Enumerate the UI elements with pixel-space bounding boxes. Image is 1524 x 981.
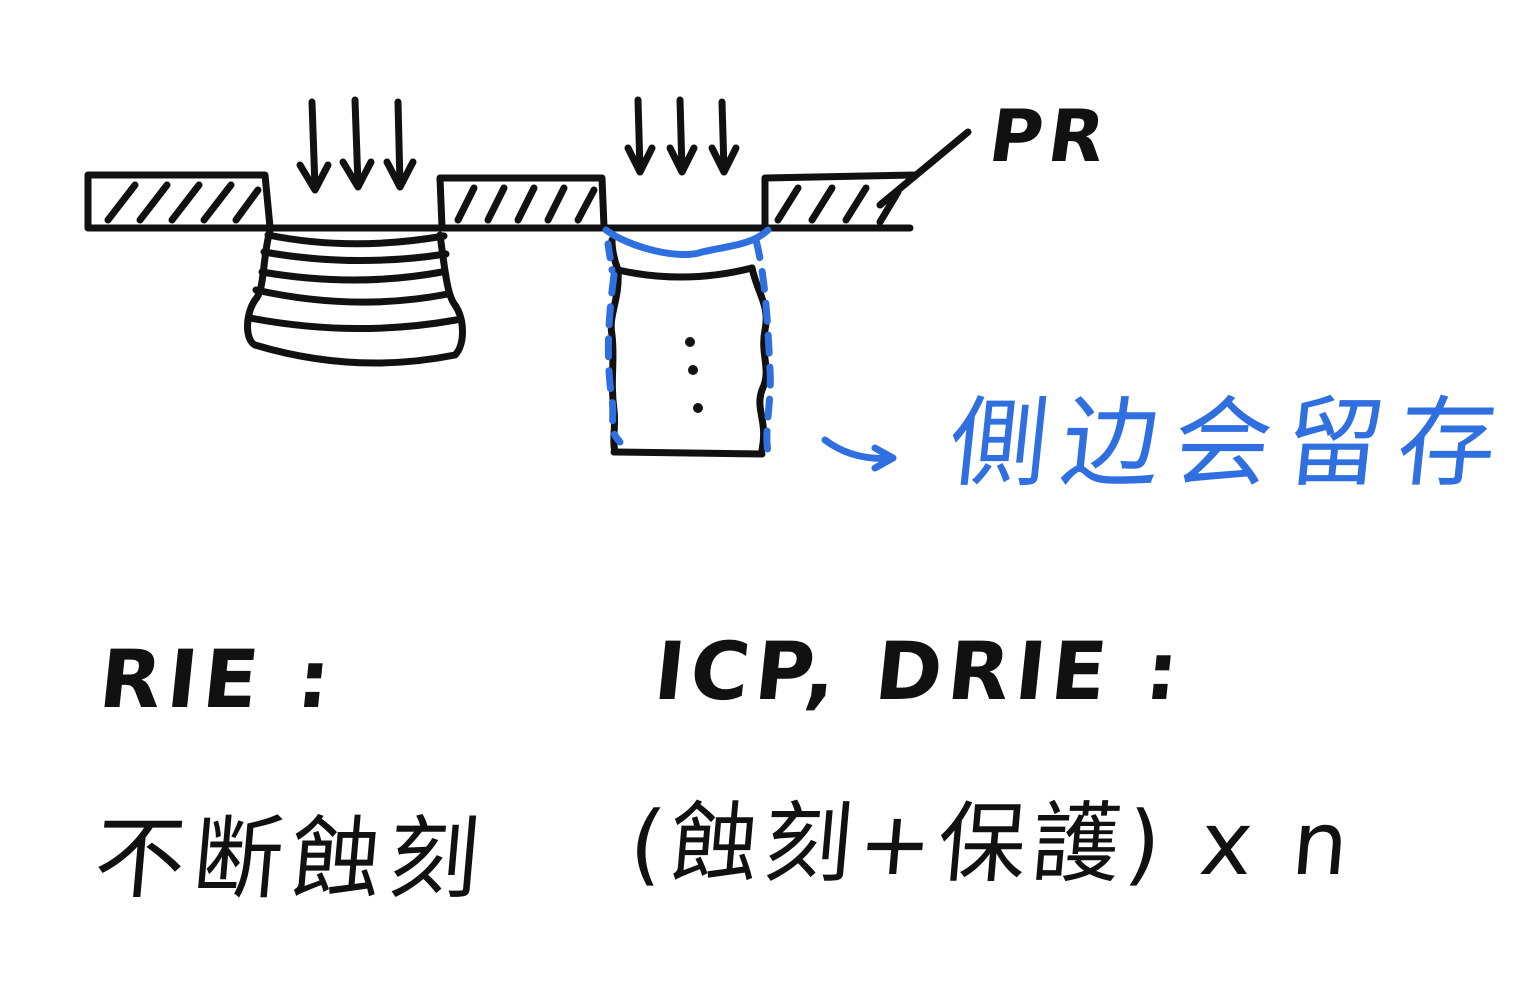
ion-arrows-right xyxy=(624,96,740,176)
pr-block-left xyxy=(84,171,274,231)
drie-trench xyxy=(607,236,770,458)
continuation-dots xyxy=(685,337,703,413)
rie-description: 不断蝕刻 xyxy=(90,807,492,912)
rie-etch-profile xyxy=(244,226,466,367)
icp-drie-description: (蝕刻+保護) x n xyxy=(625,792,1359,895)
pr-label: PR xyxy=(984,94,1117,178)
pr-leader-line xyxy=(876,128,972,209)
rie-title: RIE : xyxy=(95,633,341,726)
icp-drie-title: ICP, DRIE : xyxy=(650,625,1189,718)
ion-arrows-left xyxy=(296,96,417,194)
pr-block-right xyxy=(761,171,919,231)
pr-block-middle xyxy=(436,174,608,231)
passivation-layer xyxy=(602,226,897,472)
sidewall-note: 側边会留存 xyxy=(944,387,1517,501)
